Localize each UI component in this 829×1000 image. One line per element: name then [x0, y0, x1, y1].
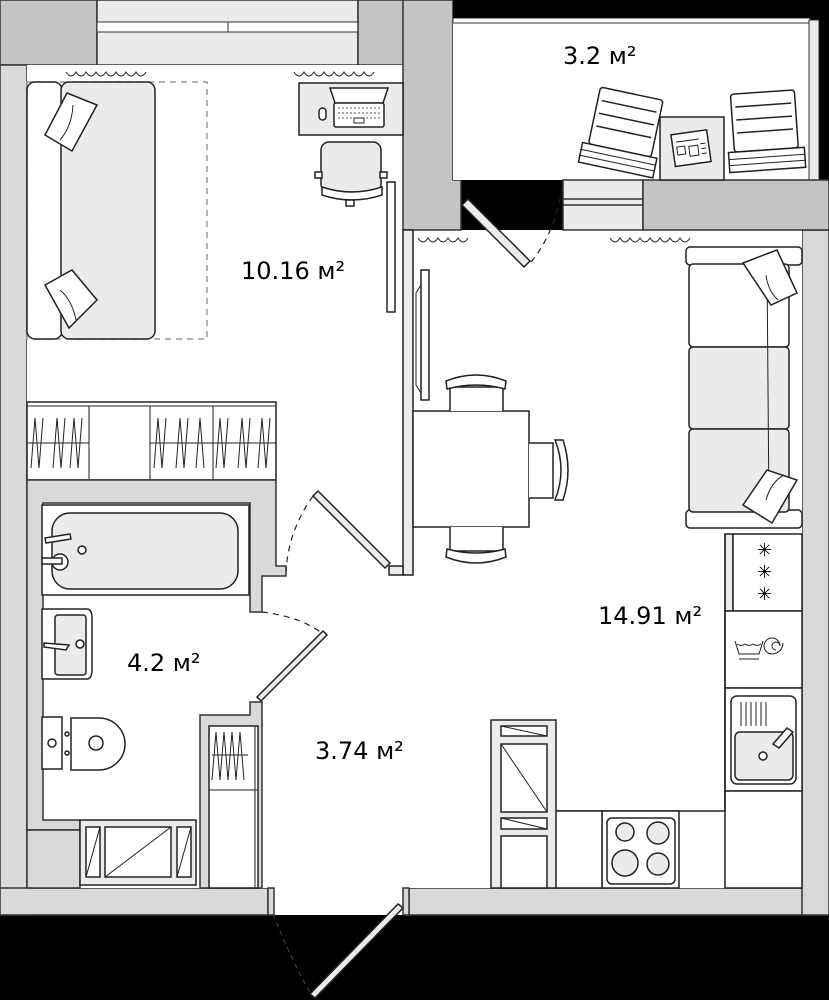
hangers-icon: [215, 417, 271, 469]
bathtub: [41, 504, 250, 596]
hangers-icon: [30, 417, 83, 469]
pillow-icon: [43, 269, 99, 330]
balcony-door: [460, 181, 564, 269]
counter: [724, 790, 803, 889]
hall-closet: [208, 725, 259, 889]
washbasin: [41, 608, 93, 680]
hangers-icon: [211, 731, 248, 781]
dining-chair-icon: [445, 527, 507, 564]
entry-door: [267, 887, 410, 1000]
room-area-bedroom: 10.16 м²: [241, 257, 345, 285]
washing-machine: [724, 610, 803, 689]
dining-table: [412, 410, 530, 528]
fridge: ✳ ✳ ✳: [724, 533, 803, 612]
bathroom-door: [255, 611, 329, 703]
room-area-hallway: 3.74 м²: [315, 737, 404, 765]
snowflake-icon: ✳: [757, 562, 772, 583]
toilet: [41, 716, 126, 771]
bedroom-door: [285, 489, 404, 576]
wall-top-left: [0, 0, 98, 66]
curtain-icon: [65, 71, 147, 77]
pillow-icon: [741, 469, 799, 525]
wardrobe: [26, 401, 277, 481]
newspaper-icon: [670, 128, 712, 168]
curtain-icon: [293, 71, 375, 77]
tv-icon: [415, 269, 430, 401]
wall-right: [801, 229, 829, 916]
bathroom-cabinet: [79, 819, 197, 886]
spin-icon: [763, 637, 784, 655]
pillow-icon: [741, 249, 798, 306]
wall-bedroom-balcony: [402, 0, 462, 231]
curtain-icon: [417, 237, 469, 243]
laptop-icon: [328, 87, 390, 128]
room-area-balcony: 3.2 м²: [563, 42, 637, 70]
wall-bottom-right: [408, 887, 829, 916]
hangers-icon: [153, 417, 205, 469]
counter: [554, 810, 603, 889]
room-area-living-kitchen: 14.91 м²: [598, 602, 702, 630]
kitchen-sink: [724, 687, 803, 792]
wall-left: [0, 64, 28, 916]
office-chair-icon: [314, 141, 388, 207]
sofa-seat: [60, 81, 156, 340]
pillow-icon: [44, 92, 99, 153]
snowflake-icon: ✳: [757, 540, 772, 561]
wash-icon: [734, 640, 764, 660]
mirror: [386, 181, 396, 313]
dishwasher-cabinet: [490, 719, 557, 889]
room-area-bathroom: 4.2 м²: [127, 649, 201, 677]
snowflake-icon: ✳: [757, 584, 772, 605]
partition-wall: [402, 229, 414, 576]
stove: [601, 810, 680, 889]
dining-chair-icon: [529, 439, 569, 501]
mouse-icon: [318, 107, 327, 121]
dining-chair-icon: [445, 374, 507, 411]
lounge-chair-icon: [727, 89, 807, 174]
wall-balcony-right: [642, 179, 829, 231]
lounge-chair-icon: [577, 86, 664, 179]
curtain-icon: [609, 237, 691, 243]
wall-bottom-left: [0, 887, 269, 916]
